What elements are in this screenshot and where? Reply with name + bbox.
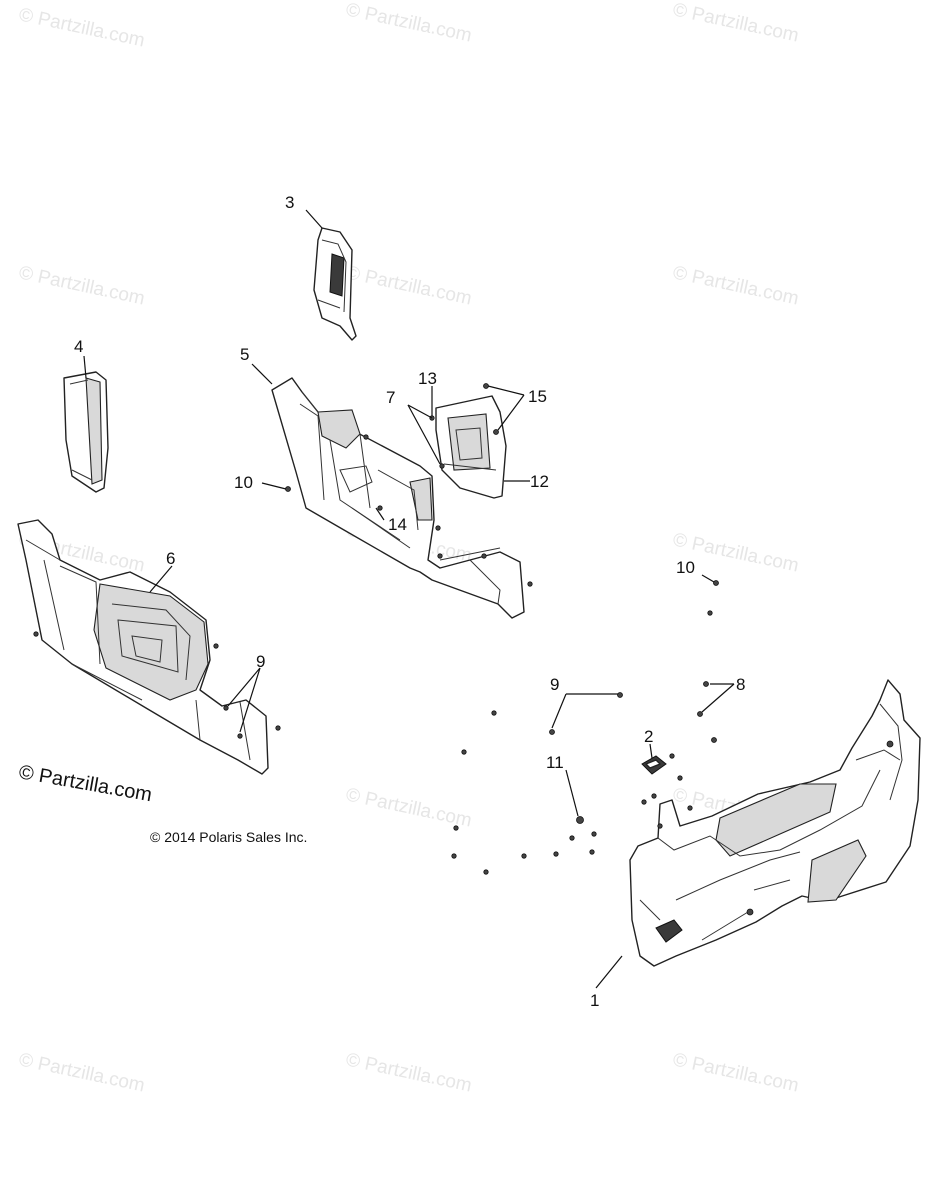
- fastener: [285, 486, 291, 492]
- watermark: © Partzilla.com: [344, 0, 474, 47]
- callout-10: 10: [676, 558, 695, 577]
- callout-12: 12: [530, 472, 549, 491]
- fastener: [713, 580, 719, 586]
- watermark: © Partzilla.com: [344, 784, 474, 831]
- fastener: [641, 799, 647, 805]
- part-4-panel[interactable]: [63, 371, 109, 493]
- fastener: [677, 775, 683, 781]
- fastener: [481, 553, 487, 559]
- fastener: [223, 705, 229, 711]
- fastener: [461, 749, 467, 755]
- watermark: © Partzilla.com: [344, 1049, 474, 1096]
- watermark: © Partzilla.com: [671, 262, 801, 309]
- fastener: [377, 505, 383, 511]
- fastener: [553, 851, 559, 857]
- copyright-notice: © 2014 Polaris Sales Inc.: [150, 829, 307, 845]
- fastener: [657, 823, 663, 829]
- callout-8: 8: [736, 675, 745, 694]
- watermark: © Partzilla.com: [17, 262, 147, 309]
- part-2-clip[interactable]: [641, 755, 667, 775]
- part-5-frame-panel[interactable]: [271, 377, 525, 619]
- watermark: © Partzilla.com: [17, 1049, 147, 1096]
- fastener: [651, 793, 657, 799]
- fastener: [483, 383, 489, 389]
- fastener: [549, 729, 555, 735]
- part-12-plate[interactable]: [435, 395, 507, 499]
- fastener: [453, 825, 459, 831]
- fastener: [33, 631, 39, 637]
- fastener: [711, 737, 717, 743]
- callout-1: 1: [590, 991, 599, 1010]
- fastener: [363, 434, 369, 440]
- fastener: [591, 831, 597, 837]
- part-3-panel[interactable]: [313, 227, 357, 341]
- fastener: [669, 753, 675, 759]
- fastener: [437, 553, 443, 559]
- fastener: [483, 869, 489, 875]
- fastener: [237, 733, 243, 739]
- fastener: [213, 643, 219, 649]
- fastener: [521, 853, 527, 859]
- callout-2: 2: [644, 727, 653, 746]
- callout-14: 14: [388, 515, 407, 534]
- partzilla-watermark: © Partzilla.com: [17, 761, 154, 806]
- fastener: [275, 725, 281, 731]
- fastener: [493, 429, 499, 435]
- callout-13: 13: [418, 369, 437, 388]
- part-1-molded-panel[interactable]: [629, 679, 921, 967]
- callout-9: 9: [550, 675, 559, 694]
- callout-10: 10: [234, 473, 253, 492]
- callout-15: 15: [528, 387, 547, 406]
- fastener: [435, 525, 441, 531]
- callout-5: 5: [240, 345, 249, 364]
- fastener: [617, 692, 623, 698]
- callout-6: 6: [166, 549, 175, 568]
- fasteners: [33, 383, 719, 875]
- callout-7: 7: [386, 388, 395, 407]
- fastener: [439, 463, 445, 469]
- callout-3: 3: [285, 193, 294, 212]
- part-6-side-panel[interactable]: [17, 519, 269, 775]
- watermark: © Partzilla.com: [671, 1049, 801, 1096]
- fastener: [527, 581, 533, 587]
- fastener: [589, 849, 595, 855]
- callout-9: 9: [256, 652, 265, 671]
- watermark: © Partzilla.com: [17, 4, 147, 51]
- callout-4: 4: [74, 337, 83, 356]
- fastener: [687, 805, 693, 811]
- watermark: © Partzilla.com: [344, 262, 474, 309]
- watermark: © Partzilla.com: [671, 0, 801, 47]
- footer: © Partzilla.com © 2014 Polaris Sales Inc…: [17, 761, 307, 845]
- callout-11: 11: [546, 753, 564, 772]
- fastener: [576, 816, 584, 824]
- fastener: [697, 711, 703, 717]
- fastener: [451, 853, 457, 859]
- leader-lines: [83, 209, 735, 989]
- fastener: [703, 681, 709, 687]
- fastener: [569, 835, 575, 841]
- fastener: [491, 710, 497, 716]
- callout-labels: 3 4 5 13 7 15 10 12 14 6 10 9 9 8 2 11 1: [74, 193, 745, 1010]
- fastener: [707, 610, 713, 616]
